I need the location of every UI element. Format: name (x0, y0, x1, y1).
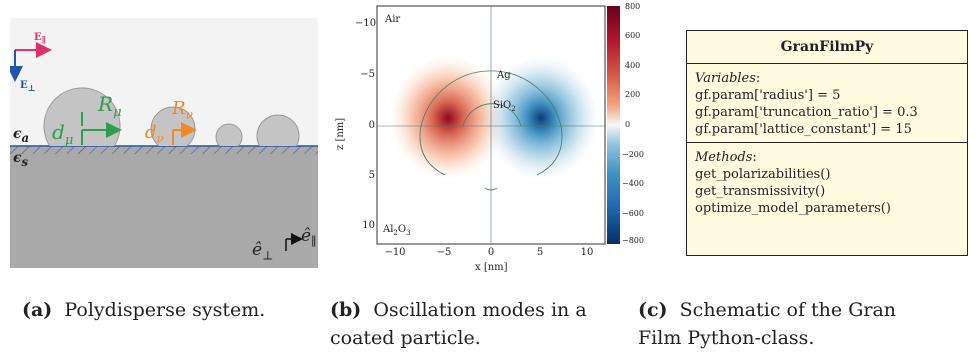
r-mu-label: Rμ (98, 92, 122, 120)
method-get-polarizabilities: get_polarizabilities() (695, 167, 831, 182)
x-tick-4: 10 (580, 247, 594, 258)
panel-b-figure: z [nm] x [nm] −10 −5 0 5 10 −10 −5 0 5 1… (335, 0, 644, 278)
colorbar (607, 6, 620, 244)
method-get-transmissivity: get_transmissivity() (695, 184, 826, 199)
caption-a: (a) Polydisperse system. (22, 299, 266, 321)
region-al2o3-label: Al2O3 (383, 224, 411, 237)
field-map-plot (376, 5, 620, 245)
class-diagram-box: GranFilmPy Variables: gf.param['radius']… (686, 30, 968, 256)
cbar-tick-3: 200 (625, 90, 641, 99)
cbar-tick-8: −800 (622, 236, 644, 245)
panel-a-figure: E∥ E⊥ ϵa ϵs Rμ dμ Rν dν ê⊥ ê∥ (7, 18, 318, 268)
panel-c-figure: GranFilmPy Variables: gf.param['radius']… (686, 30, 970, 258)
cbar-tick-6: −400 (622, 179, 644, 188)
r-nu-label: Rν (172, 98, 193, 122)
d-mu-label: dμ (52, 120, 74, 148)
x-tick-3: 5 (536, 247, 544, 258)
cbar-tick-1: 600 (625, 31, 641, 40)
e-parallel-label: E∥ (34, 32, 47, 45)
cbar-tick-0: 800 (625, 2, 641, 11)
particle-small (215, 123, 243, 146)
particle-right (256, 114, 300, 146)
region-ag-label: Ag (497, 70, 511, 81)
epsilon-s-label: ϵs (13, 150, 29, 169)
region-air-label: Air (385, 14, 401, 25)
x-axis-label: x [nm] (475, 262, 508, 273)
substrate-region (10, 146, 318, 268)
y-tick-0: −10 (355, 18, 377, 29)
variable-lattice-constant: gf.param['lattice_constant'] = 15 (695, 122, 912, 137)
y-tick-4: 10 (362, 220, 375, 231)
cbar-tick-4: 0 (625, 120, 631, 129)
class-title: GranFilmPy (687, 31, 967, 64)
epsilon-a-label: ϵa (13, 126, 30, 145)
d-nu-label: dν (145, 122, 164, 146)
variables-section: Variables: gf.param['radius'] = 5 gf.par… (687, 64, 967, 143)
x-tick-1: −5 (436, 247, 452, 258)
cbar-tick-2: 400 (625, 61, 641, 70)
y-tick-2: 0 (368, 120, 375, 131)
y-axis-label-wrap: z [nm] (335, 80, 349, 160)
y-tick-3: 5 (368, 170, 375, 181)
y-axis-label: z [nm] (335, 117, 346, 150)
variable-radius: gf.param['radius'] = 5 (695, 88, 841, 103)
e-perp-label: E⊥ (20, 80, 36, 93)
caption-b: (b) Oscillation modes in a coated partic… (330, 299, 587, 349)
variable-truncation-ratio: gf.param['truncation_ratio'] = 0.3 (695, 105, 918, 120)
methods-heading: Methods: (695, 150, 757, 165)
variables-heading: Variables: (695, 71, 761, 86)
e-hat-parallel-label: ê∥ (301, 226, 317, 249)
positive-lobe (390, 56, 506, 180)
region-sio2-label: SiO2 (493, 100, 516, 113)
x-tick-0: −10 (384, 247, 406, 258)
cbar-tick-7: −600 (622, 209, 644, 218)
negative-lobe (483, 56, 599, 180)
caption-c: (c) Schematic of the Gran Film Python-cl… (638, 299, 897, 349)
polydisperse-system-diagram (7, 18, 318, 268)
methods-section: Methods: get_polarizabilities() get_tran… (687, 143, 967, 221)
cbar-tick-5: −200 (622, 150, 644, 159)
e-hat-perp-label: ê⊥ (252, 240, 274, 263)
x-tick-2: 0 (487, 247, 495, 258)
method-optimize-model-parameters: optimize_model_parameters() (695, 201, 891, 216)
substrate-hatching (10, 146, 318, 154)
y-tick-1: −5 (360, 69, 375, 80)
